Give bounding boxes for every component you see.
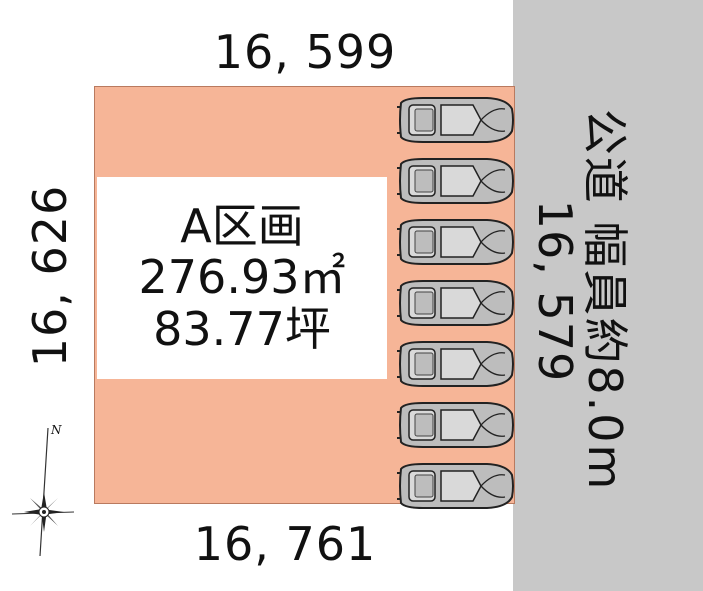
parked-car-icon	[395, 400, 515, 450]
parked-car-icon	[395, 156, 515, 206]
public-road	[513, 0, 703, 591]
compass-north-label: N	[51, 423, 62, 437]
compass-rose-icon	[10, 420, 76, 560]
dimension-bottom: 16, 761	[193, 517, 377, 571]
parked-car-icon	[395, 95, 515, 145]
parked-car-icon	[395, 461, 515, 511]
lot-area-tsubo: 83.77坪	[153, 301, 331, 356]
dimension-left: 16, 626	[23, 184, 77, 368]
dimension-right: 16, 579	[528, 199, 582, 383]
lot-info-box: A区画 276.93㎡ 83.77坪	[97, 177, 387, 379]
lot-name: A区画	[180, 198, 304, 253]
parked-car-icon	[395, 278, 515, 328]
parked-car-icon	[395, 339, 515, 389]
road-width-label: 公道 幅員約8.0m	[578, 108, 632, 492]
parked-car-icon	[395, 217, 515, 267]
dimension-top: 16, 599	[213, 25, 397, 79]
lot-area-m2: 276.93㎡	[138, 250, 346, 305]
